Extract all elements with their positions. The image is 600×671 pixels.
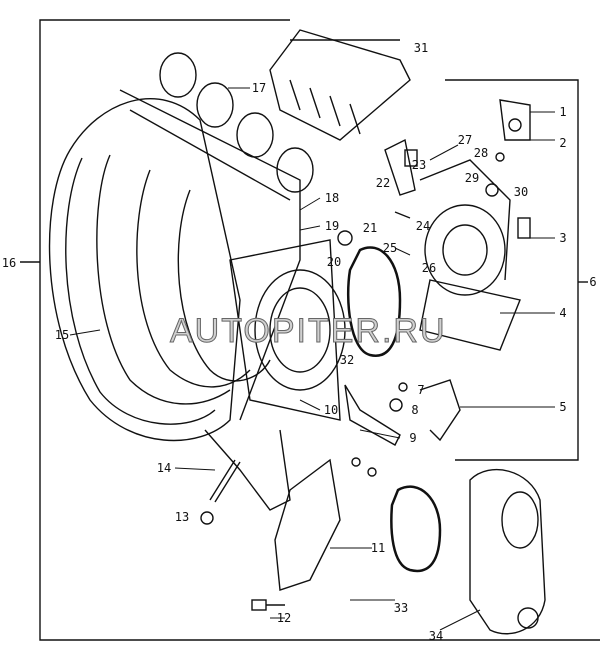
callout-23: 23 bbox=[411, 158, 427, 172]
callout-9: 9 bbox=[409, 431, 417, 445]
callout-8: 8 bbox=[411, 403, 419, 417]
callout-12: 12 bbox=[276, 611, 292, 625]
callout-2: 2 bbox=[559, 136, 567, 150]
bolt-12 bbox=[251, 599, 285, 611]
bracket-16 bbox=[20, 19, 600, 641]
throttle-body-34 bbox=[469, 468, 546, 635]
callout-15: 15 bbox=[54, 328, 70, 342]
intake-manifold bbox=[48, 89, 346, 511]
gasket-17 bbox=[159, 52, 314, 193]
watermark: AUTOPITER.RU bbox=[170, 312, 447, 351]
callout-27: 27 bbox=[457, 133, 473, 147]
bracket-6 bbox=[445, 79, 588, 461]
callout-5: 5 bbox=[559, 400, 567, 414]
callout-25: 25 bbox=[382, 241, 398, 255]
callout-19: 19 bbox=[324, 219, 340, 233]
sensor-1-2 bbox=[499, 99, 531, 141]
callout-3: 3 bbox=[559, 231, 567, 245]
callout-6: 6 bbox=[589, 275, 597, 289]
callout-29: 29 bbox=[464, 171, 480, 185]
clip-13 bbox=[200, 511, 214, 525]
callout-34: 34 bbox=[428, 629, 444, 643]
callout-1: 1 bbox=[559, 105, 567, 119]
callout-13: 13 bbox=[174, 510, 190, 524]
callout-7: 7 bbox=[417, 383, 425, 397]
leader-lines bbox=[69, 87, 555, 631]
callout-20: 20 bbox=[326, 255, 342, 269]
gasket-32 bbox=[346, 246, 402, 357]
stud-14 bbox=[209, 459, 241, 503]
gasket-33 bbox=[390, 485, 442, 573]
small-parts bbox=[337, 138, 531, 477]
throttle-body-4 bbox=[419, 159, 521, 351]
callout-4: 4 bbox=[559, 306, 567, 320]
bracket-11 bbox=[274, 458, 341, 591]
callout-18: 18 bbox=[324, 191, 340, 205]
callout-30: 30 bbox=[513, 185, 529, 199]
callout-21: 21 bbox=[362, 221, 378, 235]
callout-33: 33 bbox=[393, 601, 409, 615]
callout-31: 31 bbox=[413, 41, 429, 55]
callout-22: 22 bbox=[375, 176, 391, 190]
callout-17: 17 bbox=[251, 81, 267, 95]
callout-16: 16 bbox=[1, 256, 17, 270]
callout-28: 28 bbox=[473, 146, 489, 160]
callout-10: 10 bbox=[323, 403, 339, 417]
callout-11: 11 bbox=[370, 541, 386, 555]
callout-32: 32 bbox=[339, 353, 355, 367]
callout-14: 14 bbox=[156, 461, 172, 475]
callout-24: 24 bbox=[415, 219, 431, 233]
cover-31 bbox=[269, 29, 411, 141]
callout-26: 26 bbox=[421, 261, 437, 275]
